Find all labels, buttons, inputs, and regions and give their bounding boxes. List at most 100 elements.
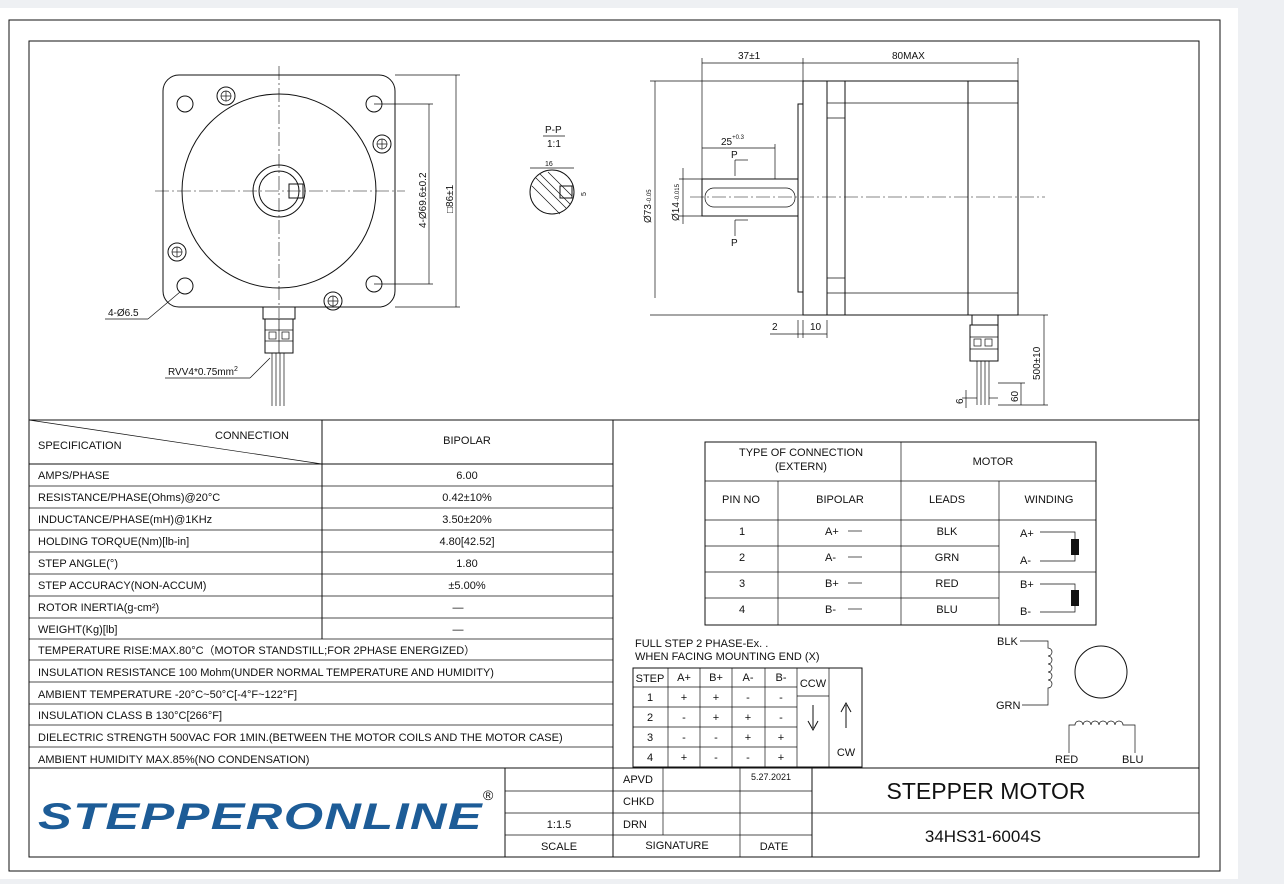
- spec-note: INSULATION CLASS B 130°C[266°F]: [38, 710, 222, 722]
- date-label: DATE: [760, 841, 789, 853]
- step-cell: +: [681, 752, 687, 764]
- model-number: 34HS31-6004S: [925, 827, 1041, 846]
- step-header: A+: [677, 672, 691, 684]
- key-slot: [704, 187, 796, 208]
- shaft-section: [529, 169, 575, 215]
- step-title: WHEN FACING MOUNTING END (X): [635, 651, 820, 663]
- boss-side: [797, 103, 804, 293]
- drawing-sheet: 4-Ø6.5 4-Ø69.6±0.2 □86±1 RVV4*0.75mm2 P -…: [0, 8, 1238, 879]
- signature-label: SIGNATURE: [645, 840, 708, 852]
- winding-label: B+: [1020, 579, 1034, 591]
- motor-body-side: [826, 80, 1019, 316]
- section-key: [559, 185, 573, 199]
- spec-label: STEP ACCURACY(NON-ACCUM): [38, 580, 206, 592]
- motor-header: MOTOR: [973, 456, 1014, 468]
- cable-label: RVV4*0.75mm2: [168, 366, 238, 378]
- pin-number: 4: [739, 604, 745, 616]
- drn-label: DRN: [623, 819, 647, 831]
- coil-a-icon: [1040, 531, 1079, 562]
- col-header: PIN NO: [722, 494, 760, 506]
- ccw-label: CCW: [800, 678, 827, 690]
- screw-head-icon: [323, 291, 343, 311]
- step-sequence-table: FULL STEP 2 PHASE-Ex. . WHEN FACING MOUN…: [632, 638, 863, 768]
- step-cell: -: [779, 712, 783, 724]
- step-cell: +: [778, 752, 784, 764]
- spec-value: 0.42±10%: [442, 492, 492, 504]
- step-cell: -: [714, 752, 718, 764]
- drawing-canvas: 4-Ø6.5 4-Ø69.6±0.2 □86±1 RVV4*0.75mm2 P -…: [8, 19, 1221, 872]
- dim-10-label: 10: [810, 322, 822, 333]
- drawing-title: STEPPER MOTOR: [887, 778, 1086, 804]
- spec-value: 3.50±20%: [442, 514, 492, 526]
- mounting-hole: [176, 95, 194, 113]
- wiring-diagram: BLK GRN RED BLU: [996, 636, 1143, 766]
- pin-number: 3: [739, 578, 745, 590]
- spec-label: STEP ANGLE(°): [38, 558, 118, 570]
- bipolar-value: B-: [825, 604, 836, 616]
- col-header: LEADS: [929, 494, 965, 506]
- spec-label: RESISTANCE/PHASE(Ohms)@20°C: [38, 492, 220, 504]
- spec-value: 1.80: [456, 558, 477, 570]
- front-view: 4-Ø6.5 4-Ø69.6±0.2 □86±1 RVV4*0.75mm2: [105, 66, 460, 406]
- step-cell: 4: [647, 752, 653, 764]
- dia-14-label: Ø14-0.015: [671, 183, 682, 221]
- cw-label: CW: [837, 747, 856, 759]
- winding-label: A-: [1020, 555, 1031, 567]
- cable-gland-side: [971, 314, 999, 326]
- spec-value: —: [453, 624, 464, 636]
- step-cell: +: [713, 712, 719, 724]
- screw-head-icon: [216, 86, 236, 106]
- step-header: STEP: [636, 673, 665, 685]
- arrow-down-icon: [807, 705, 819, 732]
- connection-header: CONNECTION: [215, 430, 289, 442]
- company-logo: STEPPERONLINE: [38, 796, 483, 837]
- spec-label: AMPS/PHASE: [38, 470, 110, 482]
- coil-vertical-icon: [1020, 640, 1053, 706]
- dim-500-label: 500±10: [1032, 346, 1043, 380]
- dim-37-label: 37±1: [738, 51, 761, 62]
- screw-head-icon: [372, 134, 392, 154]
- spec-note: AMBIENT HUMIDITY MAX.85%(NO CONDENSATION…: [38, 754, 309, 766]
- step-cell: 1: [647, 692, 653, 704]
- dia-73-label: Ø73-0.05: [643, 189, 654, 223]
- step-cell: -: [779, 692, 783, 704]
- step-cell: -: [746, 692, 750, 704]
- bipolar-value: A+: [825, 526, 839, 538]
- scale-value: 1:1.5: [547, 819, 571, 831]
- spec-label: INDUCTANCE/PHASE(mH)@1KHz: [38, 514, 212, 526]
- lead-color: BLU: [936, 604, 957, 616]
- p-bottom-label: P: [731, 238, 738, 249]
- col-header: BIPOLAR: [816, 494, 864, 506]
- pin-number: 2: [739, 552, 745, 564]
- spec-note: TEMPERATURE RISE:MAX.80°C（MOTOR STANDSTI…: [38, 644, 475, 657]
- hole-label: 4-Ø6.5: [108, 308, 139, 319]
- winding-label: A+: [1020, 528, 1034, 540]
- spec-table: SPECIFICATION CONNECTION BIPOLAR AMPS/PH…: [28, 419, 614, 768]
- coil-horizontal-icon: [1068, 720, 1136, 753]
- step-cell: -: [746, 752, 750, 764]
- wire-label: BLK: [997, 636, 1018, 648]
- wire-label: GRN: [996, 700, 1021, 712]
- inner-border: [28, 40, 1200, 858]
- spec-label: HOLDING TORQUE(Nm)[lb-in]: [38, 536, 189, 548]
- spec-note: AMBIENT TEMPERATURE -20°C~50°C[-4°F~122°…: [38, 689, 297, 701]
- spec-note: INSULATION RESISTANCE 100 Mohm(UNDER NOR…: [38, 667, 494, 679]
- lead-color: BLK: [937, 526, 958, 538]
- step-cell: +: [713, 692, 719, 704]
- mounting-hole: [176, 277, 194, 295]
- spec-value: —: [453, 602, 464, 614]
- outer-border: [8, 19, 1221, 872]
- step-cell: +: [745, 712, 751, 724]
- step-cell: -: [682, 732, 686, 744]
- step-cell: 2: [647, 712, 653, 724]
- wire-label: BLU: [1122, 754, 1143, 766]
- step-cell: +: [778, 732, 784, 744]
- screw-head-icon: [167, 242, 187, 262]
- spec-header: SPECIFICATION: [38, 440, 122, 452]
- step-cell: -: [714, 732, 718, 744]
- pin-number: 1: [739, 526, 745, 538]
- bipolar-value: A-: [825, 552, 836, 564]
- apvd-label: APVD: [623, 774, 653, 786]
- p-top-label: P: [731, 150, 738, 161]
- col-header: WINDING: [1025, 494, 1074, 506]
